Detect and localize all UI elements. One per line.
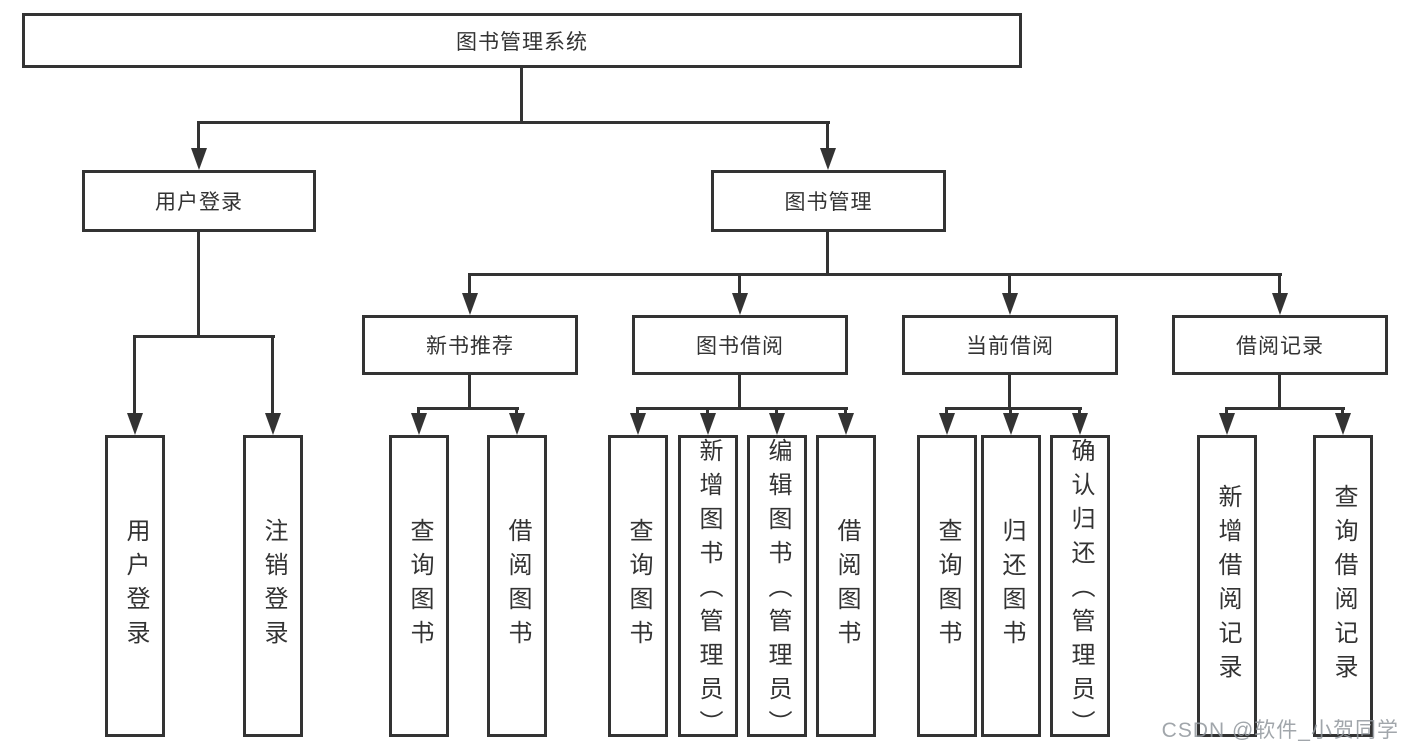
leaf-add-book-admin-label: 新增图书（管理员） (695, 438, 722, 744)
node-book-management: 图书管理 (711, 170, 946, 232)
leaf-add-borrow-record: 新增借阅记录 (1197, 435, 1257, 737)
arrow-down-icon (700, 413, 716, 435)
leaf-return-book: 归还图书 (981, 435, 1041, 737)
leaf-query-books-current: 查询图书 (917, 435, 977, 737)
connector-records-drop-2 (1341, 407, 1344, 417)
arrow-down-icon (630, 413, 646, 435)
node-root-label: 图书管理系统 (456, 30, 588, 54)
connector-current-drop-1 (945, 407, 948, 417)
arrow-down-icon (1002, 293, 1018, 315)
connector-borrow-stem (738, 375, 741, 410)
connector-current-stem (1008, 375, 1011, 410)
leaf-borrow-books-borrow: 借阅图书 (816, 435, 876, 737)
node-book-management-label: 图书管理 (784, 191, 873, 214)
arrow-down-icon (265, 413, 281, 435)
arrow-down-icon (509, 413, 525, 435)
watermark: CSDN @软件_小贺同学 (1161, 719, 1399, 742)
leaf-logout-label: 注销登录 (260, 518, 287, 654)
leaf-query-books-current-label: 查询图书 (934, 518, 961, 654)
node-user-login-label: 用户登录 (155, 191, 243, 214)
connector-login-stem (197, 232, 200, 338)
node-current-borrow-label: 当前借阅 (966, 335, 1054, 358)
node-borrow-records: 借阅记录 (1172, 315, 1388, 375)
arrow-down-icon (1072, 413, 1088, 435)
leaf-edit-book-admin: 编辑图书（管理员） (747, 435, 807, 744)
leaf-query-books-recommend-label: 查询图书 (406, 518, 433, 654)
connector-borrow-drop-4 (844, 407, 847, 417)
node-new-book-recommend-label: 新书推荐 (426, 335, 514, 358)
leaf-confirm-return-admin-label: 确认归还（管理员） (1067, 438, 1094, 744)
node-root: 图书管理系统 (22, 13, 1022, 68)
connector-mgmt-drop-4 (1278, 273, 1281, 296)
connector-root-rail (197, 121, 830, 124)
leaf-user-login: 用户登录 (105, 435, 165, 737)
node-book-borrow-label: 图书借阅 (696, 335, 784, 358)
connector-mgmt-rail (468, 273, 1282, 276)
arrow-down-icon (820, 148, 836, 170)
connector-login-drop-2 (271, 335, 274, 415)
leaf-edit-book-admin-label: 编辑图书（管理员） (764, 438, 791, 744)
connector-recommend-drop-1 (417, 407, 420, 417)
connector-current-drop-2 (1009, 407, 1012, 417)
connector-root-drop-left (197, 121, 200, 151)
node-borrow-records-label: 借阅记录 (1236, 335, 1324, 358)
connector-mgmt-drop-3 (1008, 273, 1011, 296)
connector-records-stem (1278, 375, 1281, 410)
connector-recommend-rail (417, 407, 519, 410)
connector-current-drop-3 (1078, 407, 1081, 417)
connector-records-rail (1225, 407, 1345, 410)
connector-borrow-rail (636, 407, 848, 410)
leaf-user-login-label: 用户登录 (122, 518, 149, 654)
connector-borrow-drop-3 (775, 407, 778, 417)
connector-mgmt-drop-1 (468, 273, 471, 296)
connector-current-rail (945, 407, 1082, 410)
connector-root-drop-right (826, 121, 829, 151)
arrow-down-icon (127, 413, 143, 435)
connector-mgmt-drop-2 (738, 273, 741, 296)
leaf-query-borrow-record: 查询借阅记录 (1313, 435, 1373, 737)
leaf-confirm-return-admin: 确认归还（管理员） (1050, 435, 1110, 744)
connector-mgmt-stem (826, 232, 829, 276)
arrow-down-icon (1335, 413, 1351, 435)
connector-login-drop-1 (133, 335, 136, 415)
connector-borrow-drop-1 (636, 407, 639, 417)
connector-recommend-stem (468, 375, 471, 410)
arrow-down-icon (732, 293, 748, 315)
arrow-down-icon (1272, 293, 1288, 315)
leaf-add-borrow-record-label: 新增借阅记录 (1214, 484, 1241, 688)
arrow-down-icon (191, 148, 207, 170)
connector-records-drop-1 (1225, 407, 1228, 417)
arrow-down-icon (769, 413, 785, 435)
leaf-query-books-borrow-label: 查询图书 (625, 518, 652, 654)
node-book-borrow: 图书借阅 (632, 315, 848, 375)
arrow-down-icon (838, 413, 854, 435)
node-user-login: 用户登录 (82, 170, 316, 232)
leaf-borrow-books-recommend-label: 借阅图书 (504, 518, 531, 654)
leaf-query-books-recommend: 查询图书 (389, 435, 449, 737)
connector-borrow-drop-2 (706, 407, 709, 417)
arrow-down-icon (939, 413, 955, 435)
leaf-query-borrow-record-label: 查询借阅记录 (1330, 484, 1357, 688)
connector-recommend-drop-2 (515, 407, 518, 417)
arrow-down-icon (1003, 413, 1019, 435)
node-current-borrow: 当前借阅 (902, 315, 1118, 375)
leaf-add-book-admin: 新增图书（管理员） (678, 435, 738, 744)
leaf-borrow-books-recommend: 借阅图书 (487, 435, 547, 737)
connector-root-stem (520, 68, 523, 124)
arrow-down-icon (462, 293, 478, 315)
arrow-down-icon (1219, 413, 1235, 435)
leaf-return-book-label: 归还图书 (998, 518, 1025, 654)
leaf-borrow-books-borrow-label: 借阅图书 (833, 518, 860, 654)
connector-login-rail (133, 335, 275, 338)
leaf-query-books-borrow: 查询图书 (608, 435, 668, 737)
leaf-logout: 注销登录 (243, 435, 303, 737)
arrow-down-icon (411, 413, 427, 435)
node-new-book-recommend: 新书推荐 (362, 315, 578, 375)
